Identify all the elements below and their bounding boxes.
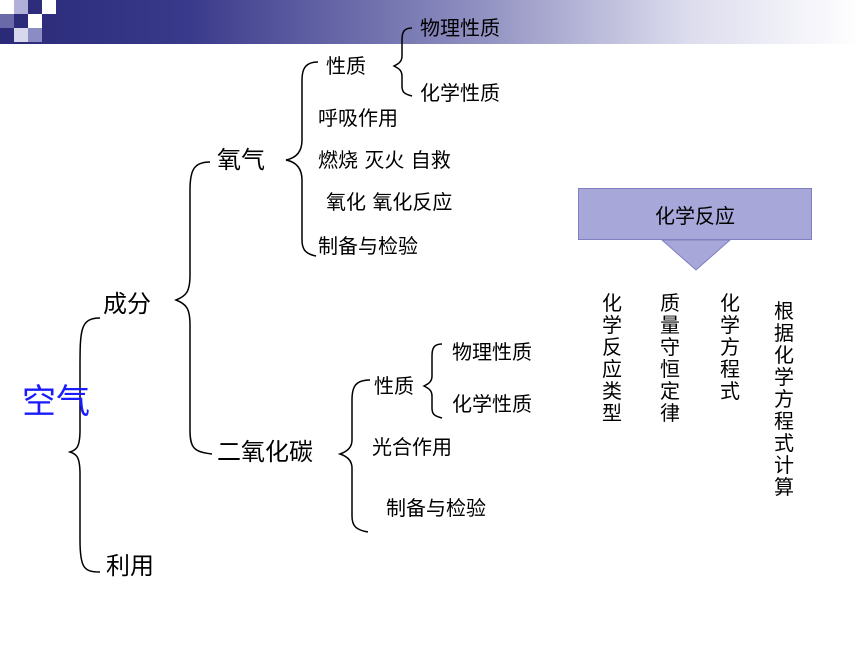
node-use: 利用: [106, 552, 154, 580]
title-banner: [0, 0, 860, 44]
oxygen-physical-properties: 物理性质: [420, 16, 500, 40]
brace-composition: [173, 161, 213, 455]
node-oxygen: 氧气: [217, 146, 265, 174]
co2-photosynthesis: 光合作用: [372, 435, 452, 459]
co2-properties: 性质: [374, 374, 414, 398]
co2-physical-properties: 物理性质: [452, 340, 532, 364]
node-composition: 成分: [103, 290, 151, 318]
banner-square: [14, 28, 28, 42]
banner-square: [28, 14, 42, 28]
oxygen-properties: 性质: [326, 54, 366, 78]
banner-square: [0, 0, 14, 14]
brace-co2: [337, 379, 371, 533]
node-co2: 二氧化碳: [217, 438, 313, 466]
brace-oxygen-props: [392, 27, 413, 97]
banner-square: [42, 0, 56, 14]
brace-root: [67, 317, 101, 573]
down-arrow-icon: [660, 239, 732, 271]
oxygen-chemical-properties: 化学性质: [420, 81, 500, 105]
co2-preparation: 制备与检验: [386, 496, 486, 520]
banner-square: [0, 14, 14, 28]
brace-oxygen: [285, 61, 319, 257]
column-equation-calculation: 根据化学方程式计算: [774, 299, 794, 499]
oxygen-combustion: 燃烧 灭火 自救: [318, 148, 451, 172]
column-reaction-types: 化学反应类型: [602, 291, 622, 425]
brace-co2-props: [422, 343, 443, 419]
co2-chemical-properties: 化学性质: [452, 392, 532, 416]
column-chemical-equation: 化学方程式: [720, 291, 740, 403]
column-mass-conservation: 质量守恒定律: [660, 291, 680, 425]
banner-square: [14, 0, 28, 14]
chemical-reaction-title: 化学反应: [655, 203, 735, 228]
banner-square: [28, 28, 42, 42]
oxygen-preparation: 制备与检验: [318, 234, 418, 258]
oxygen-respiration: 呼吸作用: [318, 106, 398, 130]
oxygen-oxidation: 氧化 氧化反应: [326, 190, 453, 214]
root-node-air: 空气: [22, 382, 90, 422]
chemical-reaction-box: 化学反应: [578, 188, 812, 240]
